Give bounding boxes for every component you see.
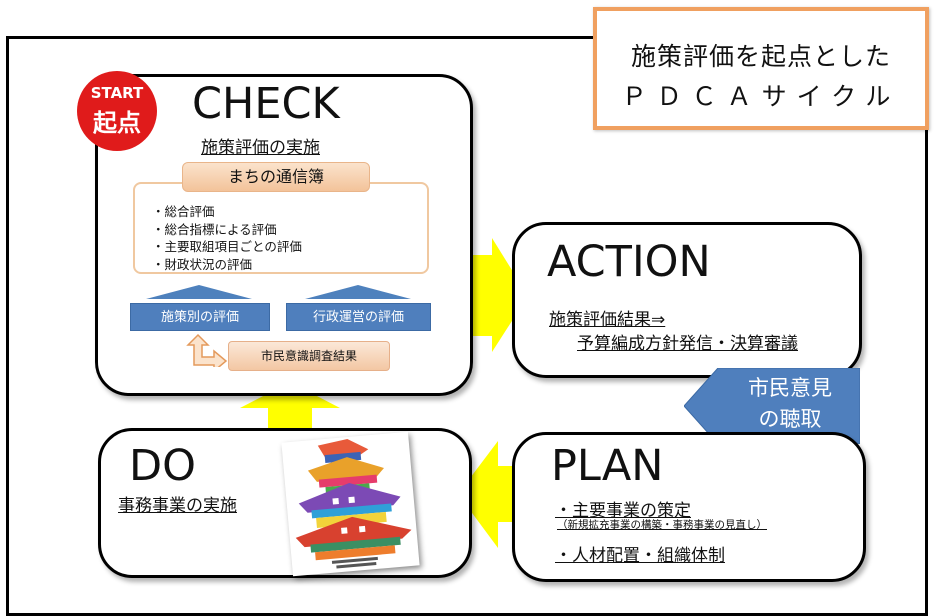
start-label: START <box>90 84 144 102</box>
title-line-2: ＰＤＣＡサイクル <box>621 82 901 111</box>
action-line-2: 予算編成方針発信・決算審議 <box>577 334 798 354</box>
action-title: ACTION <box>547 237 711 287</box>
check-item: ・財政状況の評価 <box>152 256 253 272</box>
check-item: ・総合評価 <box>152 204 215 219</box>
admin-eval-box: 行政運営の評価 <box>286 303 431 331</box>
tsushinbo-panel <box>133 182 429 274</box>
do-subtitle: 事務事業の実施 <box>118 496 237 516</box>
tsushinbo-label: まちの通信簿 <box>182 162 370 192</box>
action-box: ACTION 施策評価結果⇒ 予算編成方針発信・決算審議 <box>512 222 862 378</box>
arrow-check-to-action <box>473 238 528 352</box>
plan-detail: （新規拡充事業の構築・事務事業の見直し） <box>557 519 767 531</box>
citizen-opinion-line-2: の聴取 <box>758 407 822 431</box>
plan-line-1: ・主要事業の策定 <box>555 501 691 521</box>
policy-eval-box: 施策別の評価 <box>130 303 270 331</box>
citizen-opinion-line-1: 市民意見 <box>748 376 832 400</box>
arrow-do-to-check <box>240 382 340 429</box>
castle-illustration <box>281 431 420 577</box>
check-item: ・主要取組項目ごとの評価 <box>152 239 302 254</box>
arrow-plan-to-do <box>458 441 515 548</box>
title-line-1: 施策評価を起点とした <box>630 42 891 71</box>
action-line-1: 施策評価結果⇒ <box>549 310 666 330</box>
check-title: CHECK <box>192 79 340 129</box>
plan-line-2: ・人材配置・組織体制 <box>555 546 725 566</box>
cycle-arrows <box>240 238 528 548</box>
up-triangle-left <box>146 285 252 299</box>
survey-results-box: 市民意識調査結果 <box>228 341 390 371</box>
bent-arrow-icon <box>186 333 228 367</box>
do-title: DO <box>129 441 196 491</box>
up-triangle-right <box>305 285 411 299</box>
check-subtitle: 施策評価の実施 <box>201 138 320 158</box>
start-badge: START 起点 <box>77 71 157 151</box>
plan-title: PLAN <box>551 441 664 491</box>
castle-mosaic-image <box>295 439 412 569</box>
check-items: ・総合評価 ・総合指標による評価 ・主要取組項目ごとの評価 ・財政状況の評価 <box>152 203 302 273</box>
citizen-opinion-text: 市民意見 の聴取 <box>722 373 858 435</box>
start-label-jp: 起点 <box>93 109 141 137</box>
plan-box: PLAN ・主要事業の策定 ・人材配置・組織体制 <box>512 432 866 582</box>
check-item: ・総合指標による評価 <box>152 221 277 237</box>
title-box: 施策評価を起点とした ＰＤＣＡサイクル <box>593 7 929 130</box>
